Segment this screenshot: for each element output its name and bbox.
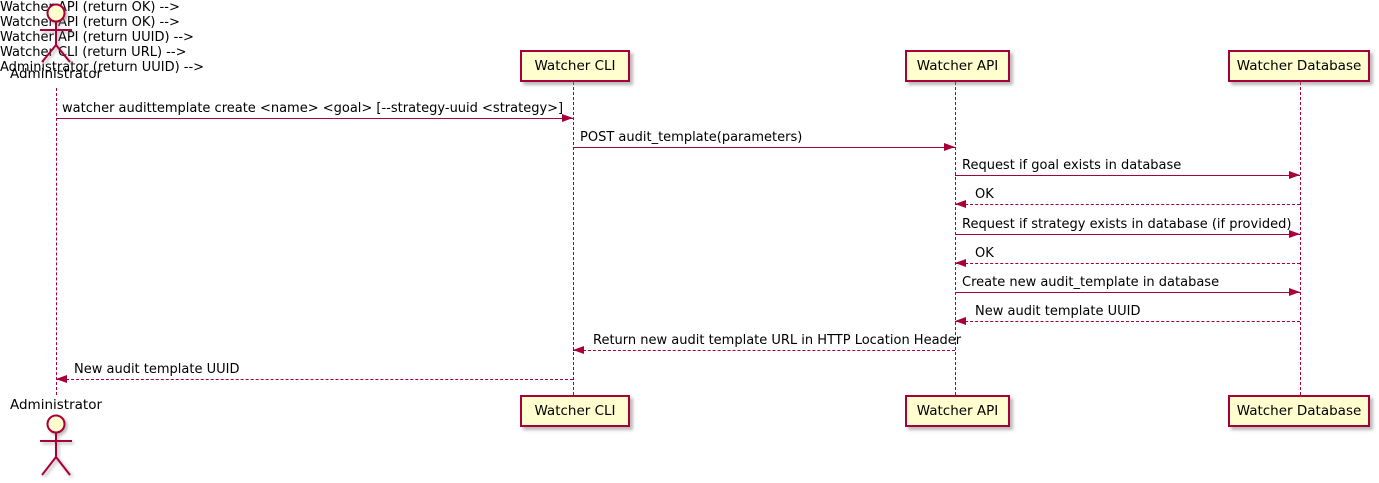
lifeline-watcher-cli <box>573 82 574 395</box>
participant-watcher-cli-bottom: Watcher CLI <box>520 395 630 427</box>
participant-label: Watcher CLI <box>534 58 616 74</box>
message-text: Request if strategy exists in database (… <box>962 217 1292 232</box>
message-line <box>955 263 1300 264</box>
participant-label: Watcher Database <box>1236 403 1362 419</box>
arrowhead-right <box>1289 230 1300 238</box>
actor-label-bottom: Administrator <box>9 397 103 413</box>
lifeline-watcher-database <box>1300 82 1301 395</box>
message-line <box>955 204 1300 205</box>
participant-label: Watcher API <box>916 403 999 419</box>
message-text: OK <box>975 187 994 202</box>
arrowhead-right <box>1289 171 1300 179</box>
participant-watcher-database-bottom: Watcher Database <box>1228 395 1370 427</box>
participant-label: Watcher API <box>916 58 999 74</box>
participant-watcher-api-top: Watcher API <box>905 50 1010 82</box>
message-text: Request if goal exists in database <box>962 158 1182 173</box>
message-line <box>955 175 1300 176</box>
arrowhead-left <box>955 200 966 208</box>
message-line <box>955 321 1300 322</box>
arrowhead-left <box>573 346 584 354</box>
message-line <box>955 292 1300 293</box>
message-line <box>56 379 573 380</box>
arrowhead-left <box>955 259 966 267</box>
actor-icon <box>40 414 72 476</box>
arrowhead-right <box>1289 288 1300 296</box>
arrowhead-right <box>562 114 573 122</box>
message-text: New audit template UUID <box>975 304 1141 319</box>
message-text: POST audit_template(parameters) <box>580 130 803 145</box>
participant-watcher-database-top: Watcher Database <box>1228 50 1370 82</box>
actor-icon <box>40 3 72 63</box>
actor-label-top: Administrator <box>9 66 103 82</box>
participant-label: Watcher CLI <box>534 403 616 419</box>
participant-watcher-api-bottom: Watcher API <box>905 395 1010 427</box>
message-line <box>573 147 955 148</box>
participant-watcher-cli-top: Watcher CLI <box>520 50 630 82</box>
message-text: New audit template UUID <box>74 362 240 377</box>
message-line <box>573 350 955 351</box>
lifeline-watcher-api <box>955 82 956 395</box>
arrowhead-left <box>955 317 966 325</box>
arrowhead-left <box>56 375 67 383</box>
lifeline-administrator <box>56 88 57 395</box>
message-text: OK <box>975 246 994 261</box>
message-line <box>955 234 1300 235</box>
arrowhead-right <box>944 143 955 151</box>
message-text: Create new audit_template in database <box>962 275 1220 290</box>
participant-label: Watcher Database <box>1236 58 1362 74</box>
message-text: Return new audit template URL in HTTP Lo… <box>593 333 962 348</box>
message-line <box>56 118 573 119</box>
message-text: watcher audittemplate create <name> <goa… <box>62 101 564 116</box>
